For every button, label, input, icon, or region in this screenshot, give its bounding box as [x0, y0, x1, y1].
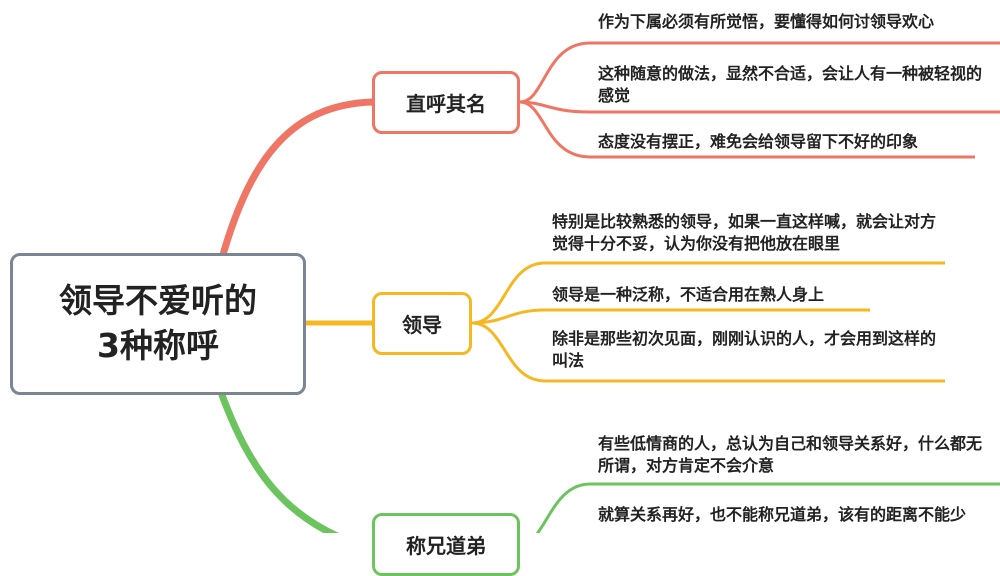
- branch-node-1: 直呼其名: [372, 71, 520, 134]
- branch-label-3: 称兄道弟: [406, 534, 486, 558]
- root-node: 领导不爱听的3种称呼: [10, 253, 306, 395]
- leaf-b2-2: 领导是一种泛称，不适合用在熟人身上: [552, 285, 825, 304]
- connector-lines: [218, 41, 1000, 533]
- connector-b3-leaf-1: [535, 482, 1000, 533]
- leaf-b1-1: 作为下属必须有所觉悟，要懂得如何讨领导欢心: [598, 12, 935, 31]
- leaf-b2-1: 特别是比较熟悉的领导，如果一直这样喊，就会让对方觉得十分不妥，认为你没有把他放在…: [552, 212, 937, 253]
- branch-node-2: 领导: [372, 292, 472, 355]
- connector-root-branch-3: [218, 391, 340, 533]
- branch-node-3: 称兄道弟: [372, 513, 520, 576]
- connector-b2-leaf-1: [471, 261, 945, 325]
- branch-label-2: 领导: [402, 313, 442, 337]
- leaf-b2-3: 除非是那些初次见面，刚刚认识的人，才会用到这样的叫法: [552, 329, 937, 370]
- connector-b2-leaf-3: [471, 321, 945, 383]
- leaf-b1-3: 态度没有摆正，难免会给领导留下不好的印象: [598, 132, 919, 151]
- leaf-b1-2: 这种随意的做法，显然不合适，会让人有一种被轻视的感觉: [598, 64, 983, 105]
- leaf-b3-1: 有些低情商的人，总认为自己和领导关系好，什么都无所谓，对方肯定不会介意: [598, 434, 983, 475]
- connector-root-branch-1: [218, 98, 376, 262]
- connector-b1-leaf-3: [519, 100, 975, 159]
- connector-b2-leaf-2: [471, 308, 870, 325]
- leaf-b3-2: 就算关系再好，也不能称兄道弟，该有的距离不能少: [598, 505, 967, 524]
- root-label: 领导不爱听的3种称呼: [59, 281, 257, 365]
- branch-label-1: 直呼其名: [406, 92, 486, 116]
- connector-b1-leaf-1: [519, 41, 1000, 104]
